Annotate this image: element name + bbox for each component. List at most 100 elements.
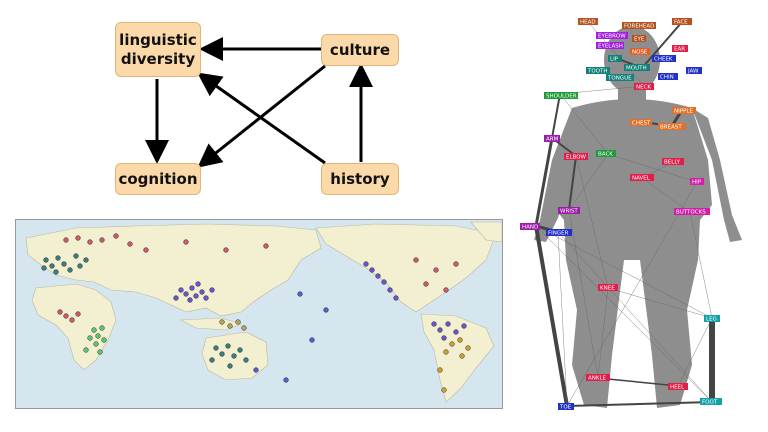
node-culture: culture <box>321 34 399 66</box>
label-finger-text: FINGER <box>548 231 569 237</box>
label-tooth-text: TOOTH <box>587 69 608 75</box>
label-tongue: TONGUE <box>606 74 634 82</box>
label-eyelash-text: EYELASH <box>598 44 623 50</box>
label-navel-text: NAVEL <box>632 176 651 182</box>
edge-elbow-knee <box>575 155 609 289</box>
label-mouth: MOUTH <box>624 64 650 72</box>
body-network-svg: HEAD FOREHEAD FACE EYEBROW EYE EYELASH N… <box>520 18 742 411</box>
label-breast: BREAST <box>658 123 686 131</box>
label-jaw: JAW <box>686 67 702 75</box>
label-foot: FOOT <box>700 398 722 406</box>
label-head-text: HEAD <box>580 20 596 26</box>
label-knee-text: KNEE <box>600 286 615 292</box>
label-wrist-text: WRIST <box>560 209 578 215</box>
label-tongue-text: TONGUE <box>607 76 632 82</box>
label-chin-text: CHIN <box>660 75 674 81</box>
body-torso <box>552 99 712 408</box>
label-toe-text: TOE <box>559 405 572 411</box>
node-cognition: cognition <box>115 163 201 195</box>
label-chin: CHIN <box>658 73 678 81</box>
land-indonesia <box>179 317 242 331</box>
edge-arm-hand <box>534 137 554 227</box>
label-shoulder: SHOULDER <box>544 92 578 100</box>
label-face: FACE <box>672 18 692 26</box>
edge-leg-heel <box>677 317 713 387</box>
label-arm: ARM <box>544 135 560 143</box>
label-cheek: CHEEK <box>652 55 676 63</box>
label-nose-text: NOSE <box>632 50 648 56</box>
node-linguistic-diversity: linguistic diversity <box>115 22 201 77</box>
label-foot-text: FOOT <box>702 400 718 406</box>
label-buttocks-text: BUTTOCKS <box>676 210 706 216</box>
label-leg: LEG <box>704 315 720 323</box>
arrow-culture-to-cognition <box>197 64 326 168</box>
label-eyebrow-text: EYEBROW <box>598 34 626 40</box>
label-belly-text: BELLY <box>664 160 681 166</box>
label-leg-text: LEG <box>706 317 717 323</box>
label-heel: HEEL <box>668 383 688 391</box>
land-north-america <box>315 223 497 313</box>
land-greenland <box>470 221 502 243</box>
label-navel: NAVEL <box>630 174 654 182</box>
edge-elbow-wrist <box>568 155 577 211</box>
edge-ankle-heel <box>597 377 679 387</box>
edge-toe-foot <box>566 401 713 407</box>
label-eye: EYE <box>632 35 646 43</box>
label-neck-text: NECK <box>636 85 651 91</box>
edge-buttocks-leg <box>689 211 713 319</box>
label-chest-text: CHEST <box>632 121 651 127</box>
label-eyebrow: EYEBROW <box>596 32 628 40</box>
label-elbow: ELBOW <box>564 153 588 161</box>
label-eye-text: EYE <box>634 37 645 43</box>
world-map-svg <box>16 220 502 408</box>
label-chest: CHEST <box>630 119 652 127</box>
label-cheek-text: CHEEK <box>654 57 673 63</box>
label-hip-text: HIP <box>692 180 702 186</box>
body-network: HEAD FOREHEAD FACE EYEBROW EYE EYELASH N… <box>512 10 762 420</box>
body-left-arm <box>534 108 572 242</box>
label-back: BACK <box>596 150 616 158</box>
label-ear: EAR <box>672 45 688 53</box>
label-forehead: FOREHEAD <box>622 22 656 30</box>
label-nipple: NIPPLE <box>672 107 696 115</box>
body-right-arm <box>692 108 742 242</box>
edge-wrist-ankle <box>568 209 599 379</box>
label-hand-text: HAND <box>522 225 538 231</box>
label-shoulder-text: SHOULDER <box>546 94 577 100</box>
label-belly: BELLY <box>662 158 684 166</box>
label-back-text: BACK <box>598 152 613 158</box>
edge-hand-foot <box>535 225 713 403</box>
label-eyelash: EYELASH <box>596 42 624 50</box>
label-ear-text: EAR <box>674 47 685 53</box>
edge-shoulder-arm <box>551 93 561 139</box>
edge-finger-foot <box>557 231 713 403</box>
edge-finger-toe <box>557 231 568 407</box>
label-ankle-text: ANKLE <box>588 376 607 382</box>
land-eurasia <box>25 223 322 317</box>
edge-navel-buttocks <box>641 177 691 213</box>
edge-knee-ankle <box>597 287 609 379</box>
label-buttocks: BUTTOCKS <box>674 208 710 216</box>
label-tooth: TOOTH <box>586 67 610 75</box>
world-map <box>15 219 503 409</box>
label-arm-text: ARM <box>546 137 559 143</box>
label-breast-text: BREAST <box>660 125 682 131</box>
label-hand: HAND <box>520 223 540 231</box>
label-mouth-text: MOUTH <box>626 66 647 72</box>
node-history: history <box>321 163 399 195</box>
arrow-history-to-linguistic-diversity <box>197 72 326 165</box>
label-nose: NOSE <box>630 48 650 56</box>
edge-shoulder-back <box>559 93 609 155</box>
land-africa <box>31 283 117 371</box>
edge-hand-leg <box>535 225 713 319</box>
label-toe: TOE <box>558 403 574 411</box>
label-elbow-text: ELBOW <box>566 155 587 161</box>
label-lip-text: LIP <box>610 57 619 63</box>
edge-back-hip <box>607 153 698 183</box>
label-hip: HIP <box>690 178 704 186</box>
label-jaw-text: JAW <box>687 69 699 75</box>
land-south-america <box>420 313 495 403</box>
label-ankle: ANKLE <box>586 374 610 382</box>
edge-hip-toe <box>566 181 698 407</box>
